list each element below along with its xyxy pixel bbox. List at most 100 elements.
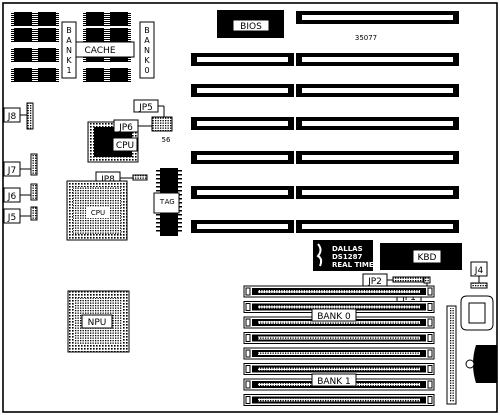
dallas-line2: DS1287 bbox=[332, 253, 362, 261]
jp1-label: JP1 bbox=[401, 293, 416, 303]
tag-pin bbox=[156, 178, 160, 180]
cache-chip bbox=[83, 12, 107, 26]
simm-socket bbox=[243, 394, 435, 406]
j5-header: J5 bbox=[3, 206, 38, 224]
j7-header: J7 bbox=[3, 153, 38, 177]
kbd-controller: KBD bbox=[380, 243, 462, 270]
jp2-jumper: JP2 bbox=[362, 273, 424, 287]
expansion-slot bbox=[191, 151, 294, 164]
cache-chip bbox=[83, 68, 107, 82]
cache-chip bbox=[107, 68, 131, 82]
cache-bank0-char-4: K bbox=[144, 56, 150, 65]
npu-label: NPU bbox=[88, 318, 107, 328]
tag-pin bbox=[156, 222, 160, 224]
cache-bank1-char-3: N bbox=[66, 46, 72, 55]
tag-pin bbox=[178, 226, 182, 228]
j6-header: J6 bbox=[3, 183, 38, 203]
expansion-slot bbox=[296, 220, 459, 233]
tag-pin bbox=[178, 186, 182, 188]
expansion-slot bbox=[191, 84, 294, 97]
battery bbox=[460, 295, 494, 331]
tag-pin bbox=[178, 174, 182, 176]
tag-pin bbox=[156, 218, 160, 220]
jp2-label: JP2 bbox=[367, 277, 382, 287]
cache-bank0-char-5: 0 bbox=[144, 66, 149, 75]
cache-chip bbox=[11, 28, 35, 42]
j4-label: J4 bbox=[474, 266, 484, 276]
simm-socket bbox=[243, 332, 435, 344]
simm-socket bbox=[243, 363, 435, 375]
tag-pin bbox=[178, 194, 182, 196]
cache-bank0-char-2: A bbox=[144, 36, 150, 45]
dallas-rtc-chip: DALLAS DS1287 REAL TIME bbox=[313, 240, 374, 271]
tag-pin bbox=[178, 182, 182, 184]
tag-pin bbox=[156, 230, 160, 232]
j8-label: J8 bbox=[7, 112, 17, 122]
cache-bank1-char-5: 1 bbox=[66, 66, 71, 75]
tag-char-1: T bbox=[159, 198, 165, 206]
expansion-slot bbox=[296, 186, 459, 199]
tag-pin bbox=[156, 186, 160, 188]
cache-chip bbox=[11, 68, 35, 82]
kbd-label: KBD bbox=[417, 253, 436, 263]
expansion-slot bbox=[296, 53, 459, 66]
expansion-slots bbox=[191, 11, 459, 233]
tag-pin bbox=[178, 210, 182, 212]
tag-pin bbox=[178, 230, 182, 232]
tag-pin bbox=[178, 178, 182, 180]
simm-bank1-tag: BANK 1 bbox=[311, 373, 357, 387]
jp5-jumper: JP5 bbox=[133, 99, 165, 117]
cache-bank0-char-1: B bbox=[144, 26, 150, 35]
power-connector bbox=[446, 305, 457, 405]
cache-chip bbox=[35, 68, 59, 82]
tag-pin bbox=[178, 170, 182, 172]
cache-bank1-char-1: B bbox=[66, 26, 72, 35]
cache-bank1-char-4: K bbox=[66, 56, 72, 65]
cache-chip bbox=[83, 28, 107, 42]
cache-label: CACHE bbox=[84, 46, 115, 56]
keyboard-connector bbox=[465, 345, 497, 383]
tag-pin bbox=[178, 198, 182, 200]
bios-label: BIOS bbox=[240, 22, 262, 32]
jp8-label: JP8 bbox=[100, 175, 115, 185]
expansion-slot bbox=[296, 84, 459, 97]
cache-chip bbox=[35, 48, 59, 62]
j5-label: J5 bbox=[7, 213, 16, 223]
jp6-jumper: JP6 56 bbox=[113, 116, 173, 144]
tag-pin bbox=[156, 170, 160, 172]
cache-array: CACHE B A N K 1 B A N K 0 bbox=[11, 12, 155, 82]
expansion-slot bbox=[191, 186, 294, 199]
simm-socket bbox=[243, 347, 435, 360]
jp6-pins-label: 56 bbox=[162, 136, 171, 144]
tag-pin bbox=[156, 190, 160, 192]
dallas-line1: DALLAS bbox=[332, 245, 363, 253]
cache-chip bbox=[35, 12, 59, 26]
simm-socket bbox=[243, 285, 435, 298]
cache-chip bbox=[107, 12, 131, 26]
cpu-socket-label: CPU bbox=[91, 209, 105, 217]
tag-char-2: A bbox=[165, 198, 170, 206]
tag-pin bbox=[156, 174, 160, 176]
tag-pin bbox=[156, 226, 160, 228]
part-number: 35077 bbox=[355, 34, 377, 42]
bios-chip: BIOS bbox=[217, 10, 284, 38]
dallas-line3: REAL TIME bbox=[332, 261, 374, 269]
tag-pin bbox=[156, 182, 160, 184]
j6-label: J6 bbox=[7, 192, 17, 202]
cache-bank0-char-3: N bbox=[144, 46, 150, 55]
tag-pin bbox=[156, 214, 160, 216]
expansion-slot bbox=[191, 117, 294, 130]
j4-header: J4 bbox=[470, 261, 488, 289]
simm-bank0-tag: BANK 0 bbox=[311, 308, 357, 322]
jp5-label: JP5 bbox=[138, 103, 153, 113]
tag-pin bbox=[178, 202, 182, 204]
jp6-label: JP6 bbox=[118, 123, 133, 133]
cache-chip bbox=[11, 48, 35, 62]
cache-chip bbox=[11, 12, 35, 26]
cpu-label: CPU bbox=[116, 141, 134, 151]
j7-label: J7 bbox=[7, 166, 16, 176]
tag-char-3: G bbox=[169, 198, 174, 206]
cpu-socket: CPU bbox=[66, 180, 128, 241]
npu-socket: NPU bbox=[67, 290, 130, 353]
simm-bank0-label: BANK 0 bbox=[317, 312, 351, 322]
